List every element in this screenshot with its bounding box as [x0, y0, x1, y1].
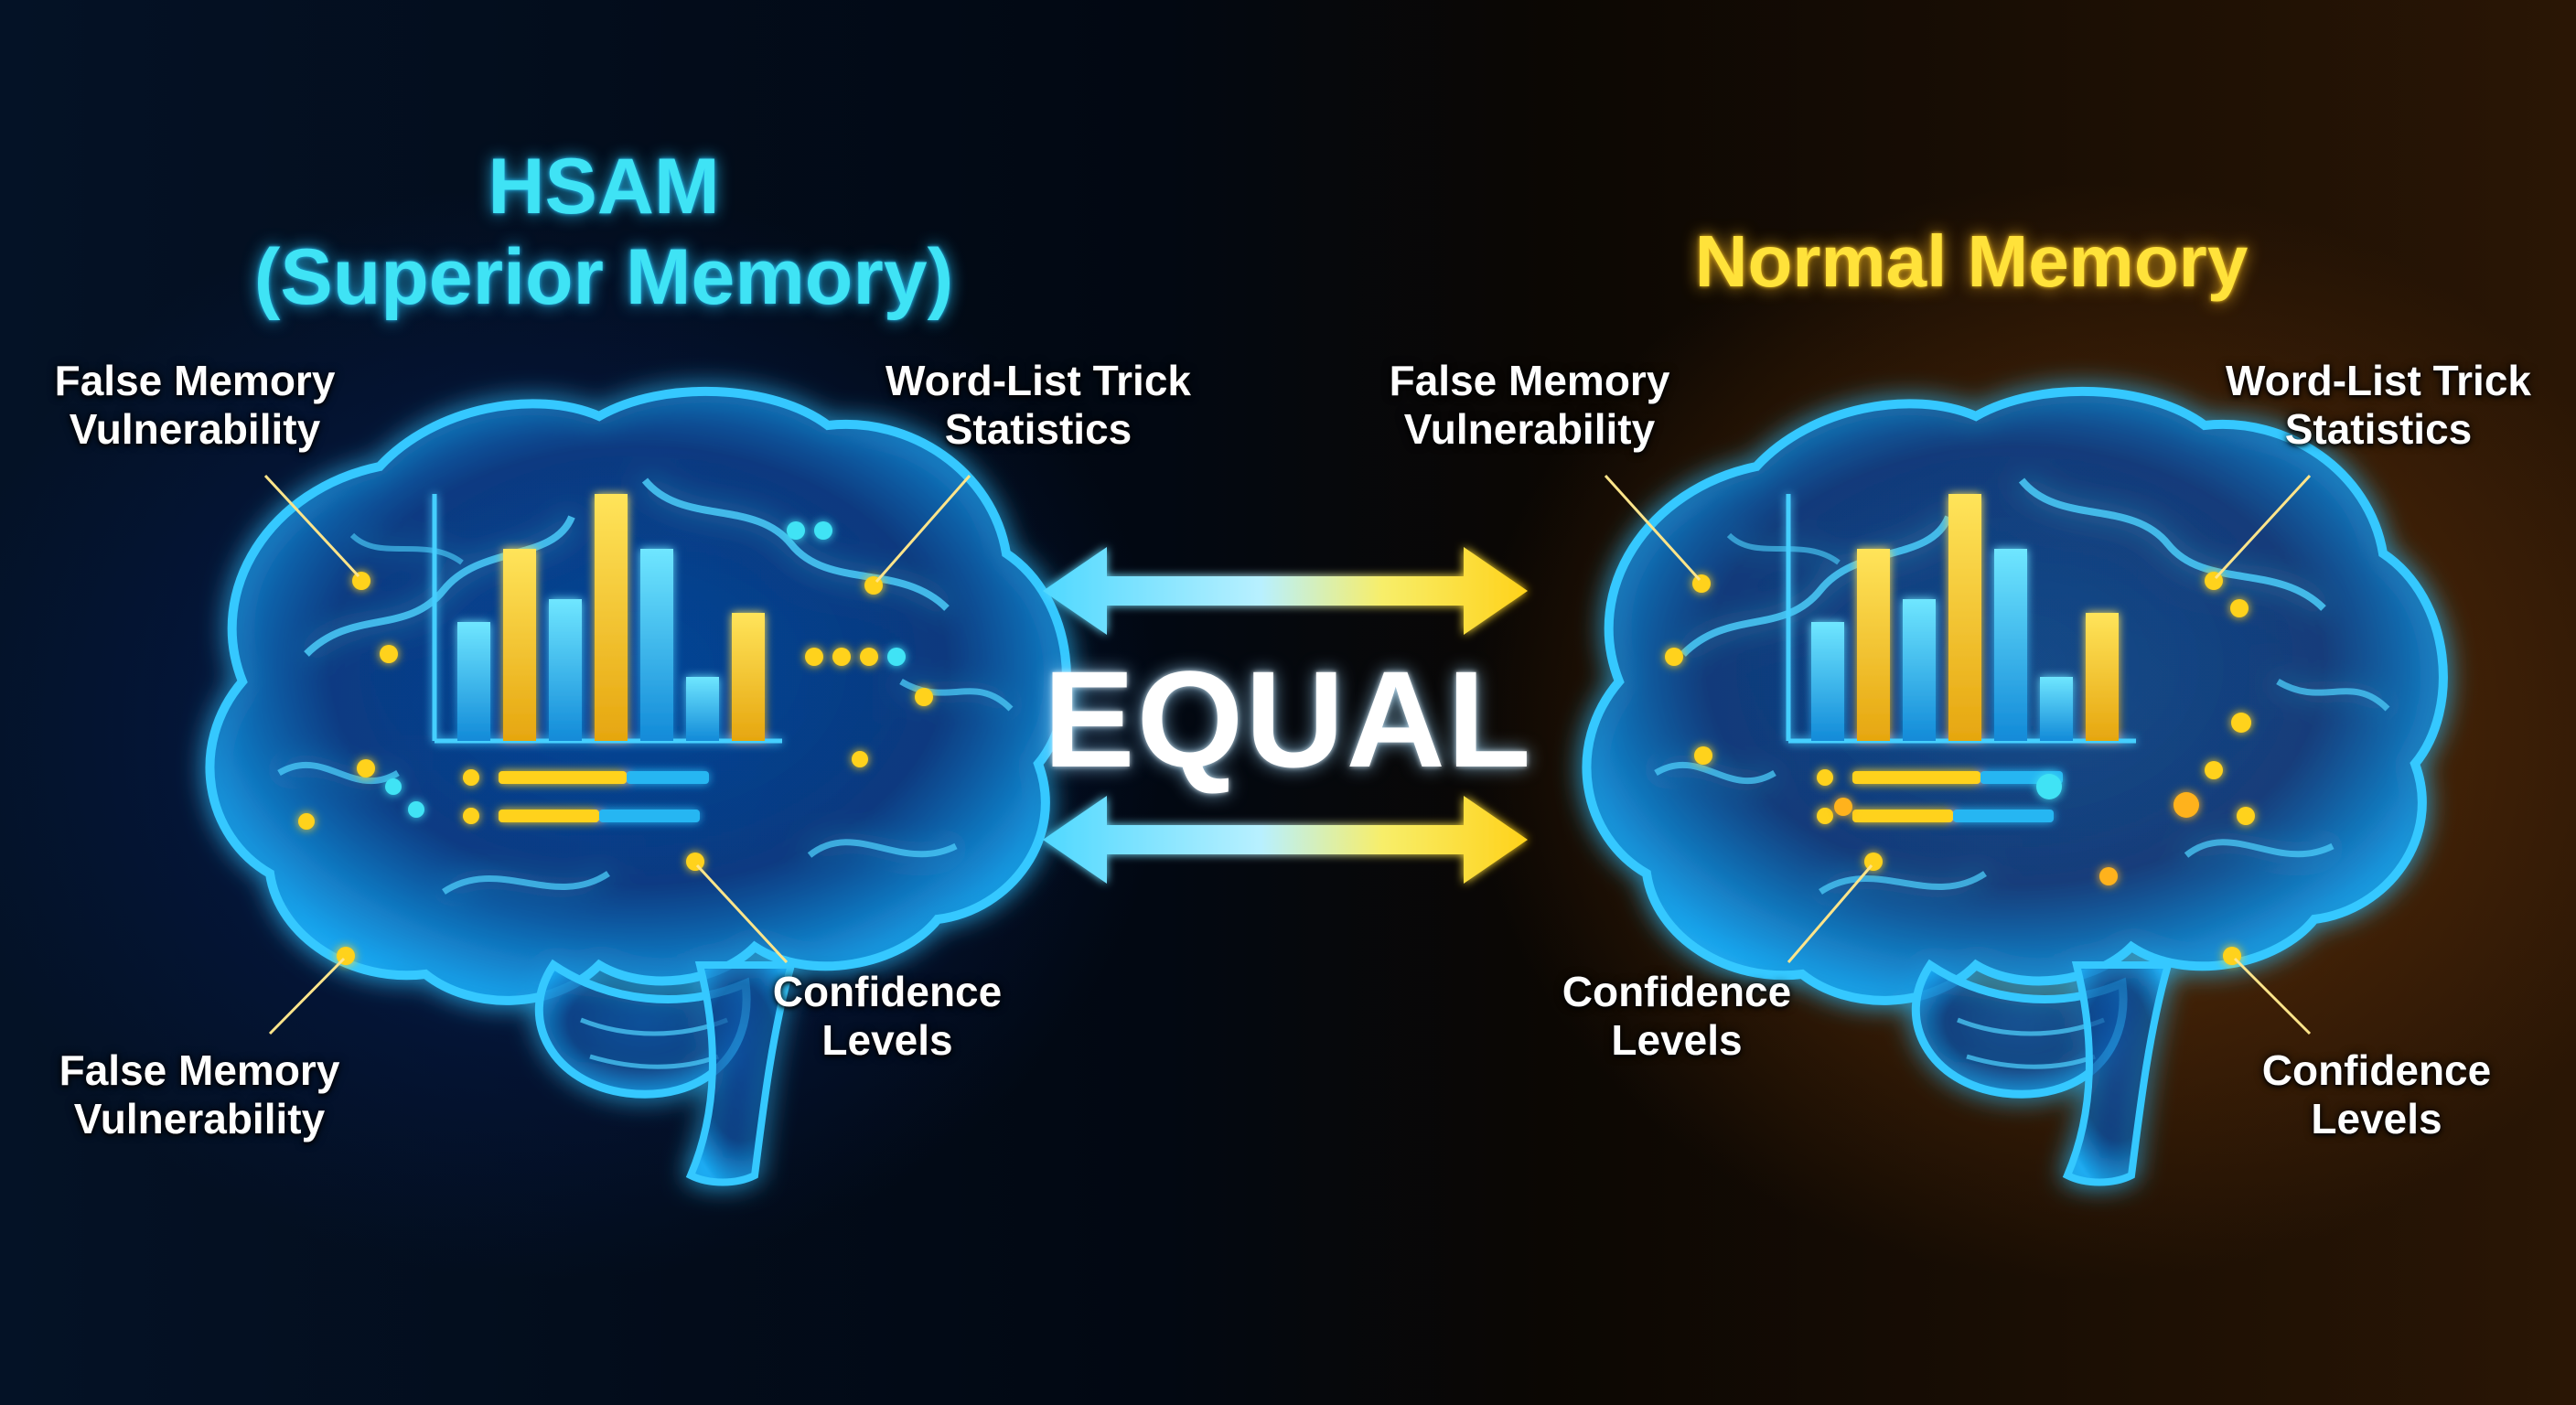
bottom-double-arrow-icon	[1043, 796, 1528, 884]
right-label-top-right: Word-List Trick Statistics	[2226, 357, 2531, 453]
left-callout-lines	[263, 474, 971, 1035]
left-label-bottom-right: Confidence Levels	[772, 968, 1003, 1064]
equal-label: EQUAL	[1043, 642, 1533, 796]
left-label-bottom-left: False Memory Vulnerability	[59, 1046, 340, 1142]
top-double-arrow-icon	[1043, 547, 1528, 635]
left-title: HSAM (Superior Memory)	[254, 142, 954, 323]
right-callout-lines	[1604, 474, 2312, 1035]
left-label-top-right: Word-List Trick Statistics	[886, 357, 1191, 453]
right-title: Normal Memory	[1694, 220, 2249, 302]
right-label-bottom-left: Confidence Levels	[1562, 968, 1792, 1064]
right-dots	[1665, 572, 2255, 965]
left-title-line1: HSAM	[488, 143, 720, 231]
right-label-top-left: False Memory Vulnerability	[1389, 357, 1670, 453]
left-dots	[298, 521, 933, 965]
right-label-bottom-right: Confidence Levels	[2261, 1046, 2492, 1142]
left-title-line2: (Superior Memory)	[253, 232, 954, 321]
left-label-top-left: False Memory Vulnerability	[54, 357, 336, 453]
